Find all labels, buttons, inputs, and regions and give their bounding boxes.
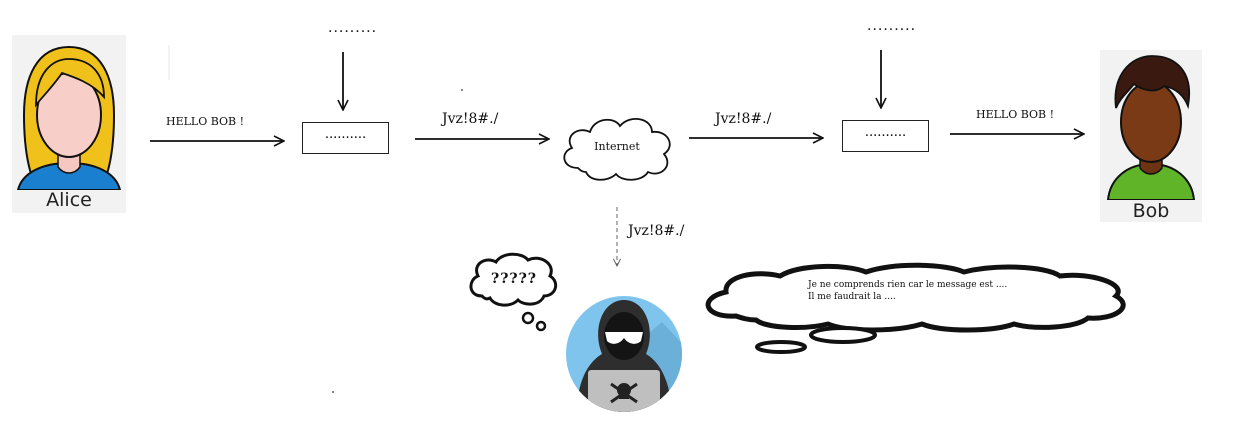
- alice-figure: Alice: [12, 35, 126, 213]
- hacker-icon: [566, 296, 682, 412]
- thought-long-text: Je ne comprends rien car le message est …: [808, 279, 1007, 303]
- alice-name: Alice: [46, 189, 92, 211]
- encrypt-key-label: .........: [328, 20, 378, 36]
- bob-avatar-icon: [1106, 55, 1196, 201]
- thought-short-text: ?????: [490, 271, 537, 287]
- bob-name: Bob: [1132, 200, 1170, 222]
- decrypt-box-label: ..........: [864, 124, 907, 140]
- ciphertext-label-intercept: Jvz!8#./: [628, 223, 685, 239]
- decrypt-box: ..........: [842, 120, 929, 152]
- thought-bubble-short: [469, 252, 558, 332]
- thought-bubble-long: [705, 262, 1126, 354]
- thought-long-line-2: Il me faudrait la ....: [808, 292, 896, 302]
- plaintext-label-right: HELLO BOB !: [976, 108, 1055, 121]
- thought-long-line-1: Je ne comprends rien car le message est …: [808, 280, 1008, 290]
- internet-cloud-icon: [563, 118, 671, 181]
- bob-figure: Bob: [1100, 50, 1202, 222]
- encrypt-box: ..........: [302, 122, 389, 154]
- plaintext-label-left: HELLO BOB !: [166, 115, 245, 128]
- decrypt-key-label: .........: [867, 18, 917, 34]
- ciphertext-label-right: Jvz!8#./: [715, 111, 772, 127]
- alice-avatar-icon: [16, 45, 122, 191]
- encrypt-box-label: ..........: [324, 126, 367, 142]
- ciphertext-label-left: Jvz!8#./: [442, 111, 499, 127]
- internet-label: Internet: [594, 140, 640, 153]
